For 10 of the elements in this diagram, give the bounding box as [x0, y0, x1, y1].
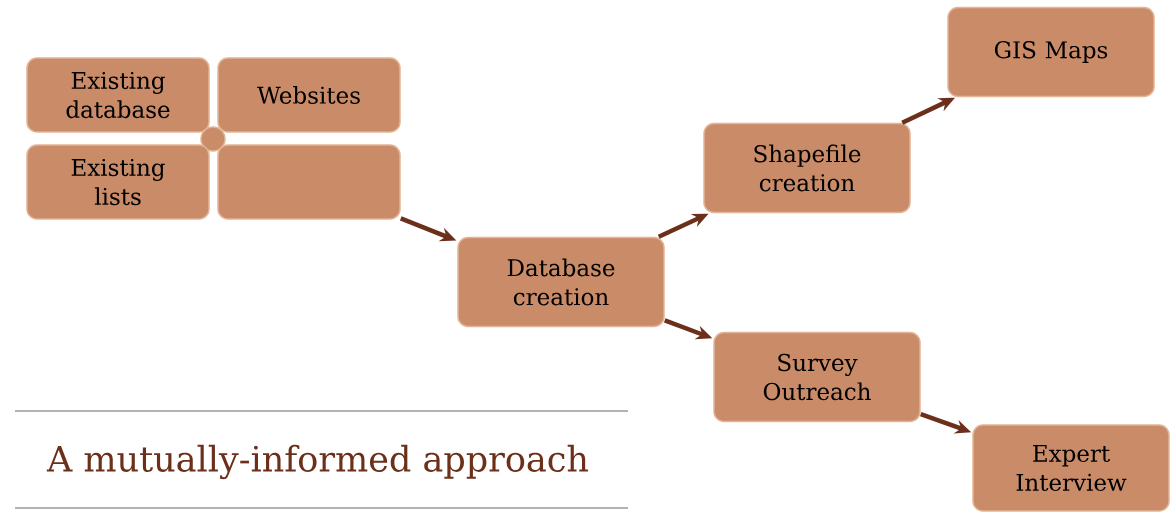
process-box: [217, 144, 401, 220]
process-box: Database creation: [457, 236, 665, 328]
process-box: GIS Maps: [947, 6, 1155, 98]
title: A mutually-informed approach: [46, 444, 588, 480]
process-box: Websites: [217, 57, 401, 133]
process-box: Expert Interview: [972, 424, 1170, 512]
process-box: Existing lists: [26, 144, 210, 220]
process-box: Shapefile creation: [703, 122, 911, 214]
process-box: Existing database: [26, 57, 210, 133]
process-box: Survey Outreach: [713, 331, 921, 423]
